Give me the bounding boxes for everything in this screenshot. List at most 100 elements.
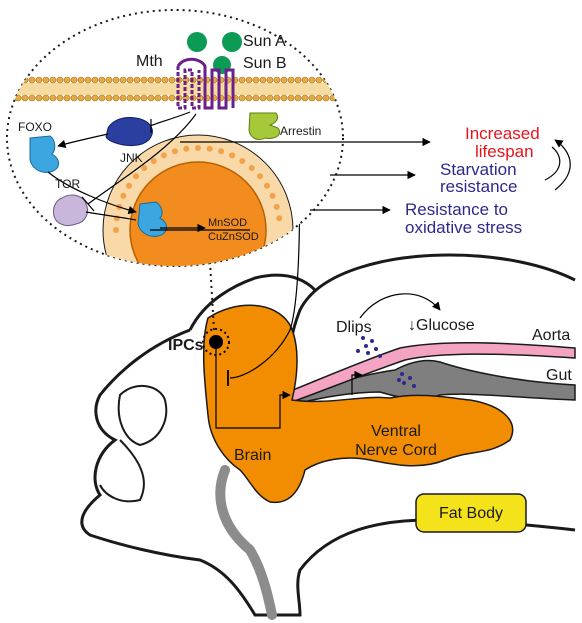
foxo-label: FOXO <box>18 120 52 134</box>
vnc-label-line1: Ventral <box>371 423 421 440</box>
lipid-head <box>245 76 253 84</box>
lipid-head <box>154 76 162 84</box>
nuclear-pore <box>264 182 270 189</box>
ipcs-label: IPCs <box>168 337 204 354</box>
dilp-dots <box>356 336 416 388</box>
lipid-head <box>70 94 78 102</box>
lipid-head <box>126 76 134 84</box>
lipid-head <box>344 77 350 83</box>
brain-label: Brain <box>234 447 271 464</box>
arrestin-label: Arrestin <box>280 124 321 138</box>
nuclear-pore <box>248 165 255 171</box>
sun-a-label: Sun A <box>243 33 286 50</box>
lipid-head <box>56 76 64 84</box>
lipid-head <box>147 94 155 102</box>
nuclear-pore <box>206 145 213 152</box>
lipid-head <box>252 76 260 84</box>
signaling-arrows <box>47 111 571 233</box>
lipid-head <box>56 94 64 102</box>
lipid-head <box>21 94 29 102</box>
dilp-dot <box>378 354 382 358</box>
receptor-to-tor-inhibition <box>87 113 197 205</box>
lipid-head <box>287 94 295 102</box>
lipid-head <box>42 76 50 84</box>
lipid-head <box>315 94 323 102</box>
gut <box>287 359 576 406</box>
esophagus <box>215 465 277 620</box>
lipid-head <box>294 76 302 84</box>
lipid-head <box>273 76 281 84</box>
lipid-head <box>91 94 99 102</box>
nuclear-pore <box>133 173 139 180</box>
lifespan-label-line2: lifespan <box>475 142 534 161</box>
nuclear-pore <box>195 145 201 151</box>
proboscis-outline <box>99 439 145 503</box>
dilp-dot <box>366 351 370 355</box>
dilp-dot <box>374 347 378 351</box>
aorta-label: Aorta <box>532 327 570 344</box>
jnk-label: JNK <box>120 151 143 165</box>
lipid-head <box>112 94 120 102</box>
oxidative-to-lifespan-arrow <box>554 139 571 191</box>
plasma-membrane <box>7 76 350 102</box>
dilps-label: Dlips <box>336 319 372 336</box>
mth-receptor-extracellular <box>176 66 201 110</box>
lipid-head <box>70 76 78 84</box>
lipid-head <box>280 76 288 84</box>
gut-label: Gut <box>546 367 572 384</box>
starvation-to-lifespan-arrow <box>544 146 561 181</box>
lipid-head <box>98 76 106 84</box>
lipid-head <box>287 76 295 84</box>
lipid-head <box>252 94 260 102</box>
lipid-head <box>84 76 92 84</box>
lipid-head <box>126 94 134 102</box>
lipid-head <box>7 76 15 84</box>
lipid-head <box>140 76 148 84</box>
lipid-head <box>28 94 36 102</box>
dilp-dot <box>400 372 404 376</box>
lipid-head <box>329 94 337 102</box>
nuclear-pore <box>171 148 178 155</box>
lipid-head <box>49 94 57 102</box>
tor-label: TOR <box>55 177 80 191</box>
nuclear-pore <box>276 215 283 222</box>
gut-dilp-arrow <box>351 370 363 395</box>
lipid-head <box>336 94 343 102</box>
lipid-head <box>273 94 281 102</box>
nuclear-pore <box>113 227 119 233</box>
lipid-head <box>105 76 113 84</box>
dilp-dot <box>370 339 374 343</box>
tor-to-foxo-inhibition <box>85 211 137 221</box>
lipid-head <box>238 76 246 84</box>
dilp-dot <box>412 384 416 388</box>
lipid-head <box>63 76 71 84</box>
lipid-head <box>294 94 302 102</box>
lipid-head <box>7 94 8 102</box>
mth-receptor <box>176 57 235 110</box>
sun-a-ligand <box>187 32 207 52</box>
lipid-head <box>7 76 8 84</box>
lipid-head <box>161 94 169 102</box>
lipid-head <box>42 94 50 102</box>
lipid-head <box>63 94 71 102</box>
lipid-head <box>49 76 57 84</box>
eye-outline <box>117 385 168 447</box>
cuznsod-label: CuZnSOD <box>208 231 259 243</box>
lipid-head <box>266 94 274 102</box>
lipid-head <box>259 76 267 84</box>
glucose-label: ↓Glucose <box>408 317 475 334</box>
nuclear-pore <box>183 145 190 152</box>
nuclear-pore <box>141 165 148 171</box>
lipid-head <box>77 94 85 102</box>
dilp-dot <box>356 349 360 353</box>
mnsod-label: MnSOD <box>208 217 247 229</box>
lipid-head <box>301 76 309 84</box>
lipid-head <box>133 94 141 102</box>
nuclear-pore <box>273 203 280 210</box>
nuclear-pore <box>160 152 167 159</box>
head-top-outline <box>188 273 317 331</box>
lipid-head <box>168 76 176 84</box>
lifespan-label-line1: Increased <box>465 124 540 143</box>
lipid-head <box>147 76 155 84</box>
